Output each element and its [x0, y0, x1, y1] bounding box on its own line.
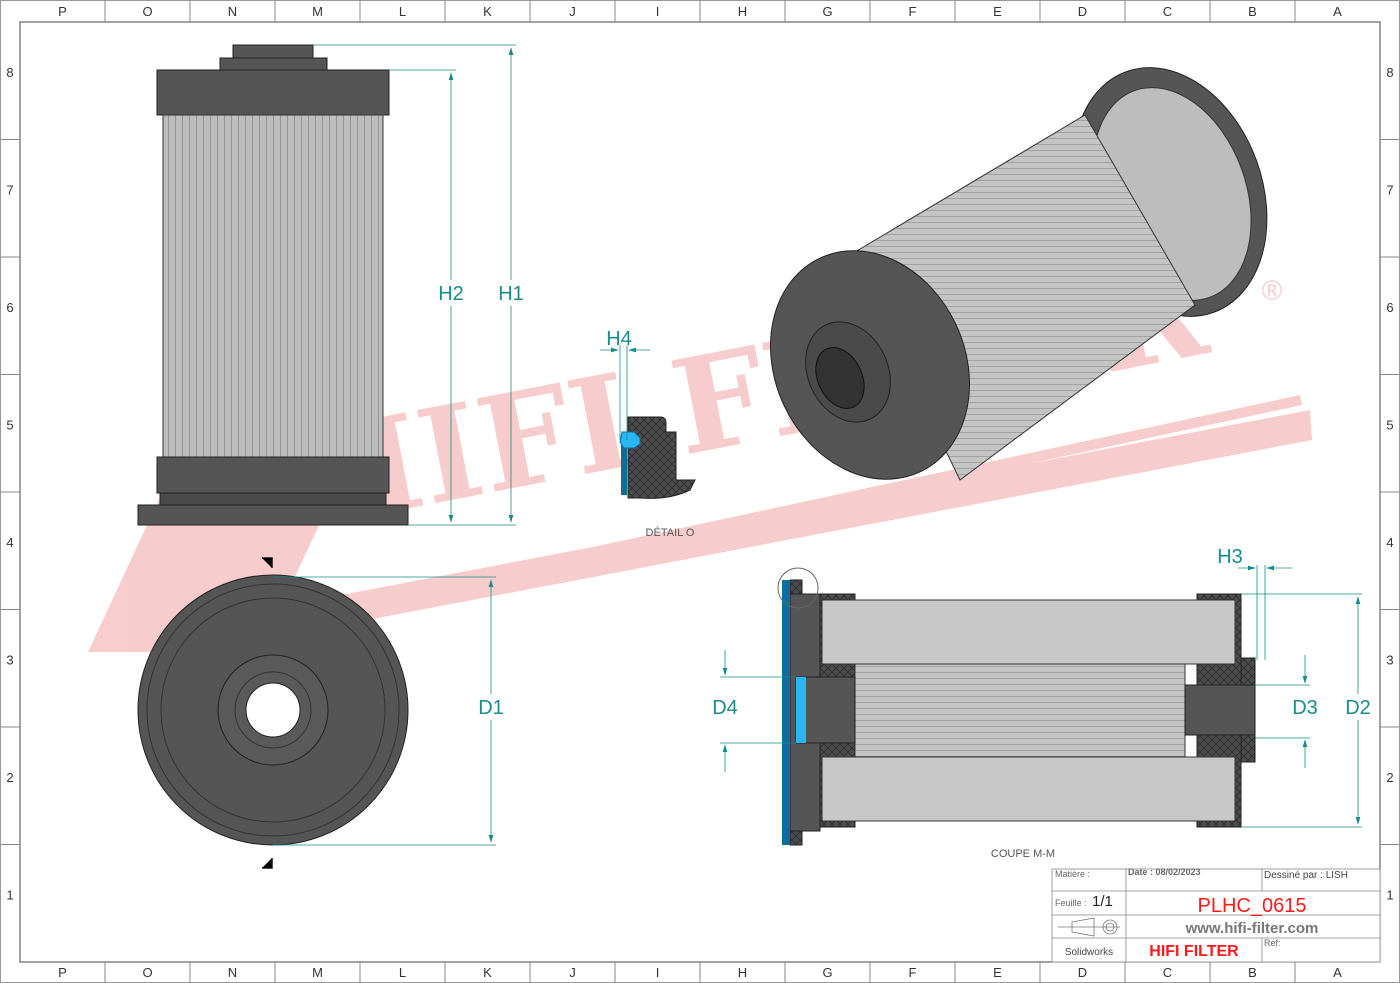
part-number: PLHC_0615	[1198, 895, 1307, 917]
grid-row-label: 5	[1386, 417, 1393, 432]
grid-column-label: E	[993, 965, 1002, 980]
date-label: Date : 08/02/2023	[1128, 867, 1201, 877]
grid-column-label: M	[312, 965, 323, 980]
isometric-view	[770, 67, 1268, 481]
grid-row-label: 5	[6, 417, 13, 432]
svg-text:®: ®	[1262, 275, 1283, 306]
grid-row-label: 2	[6, 770, 13, 785]
bottom-view: D1	[137, 557, 512, 869]
section-caption: COUPE M-M	[991, 848, 1055, 860]
grid-column-label: E	[993, 4, 1002, 19]
grid-column-label: B	[1248, 4, 1257, 19]
grid-column-label: F	[909, 4, 917, 19]
grid-column-label: J	[569, 965, 576, 980]
grid-column-label: M	[312, 4, 323, 19]
grid-column-label: N	[228, 965, 237, 980]
grid-column-label: D	[1078, 965, 1087, 980]
grid-row-label: 3	[6, 652, 13, 667]
grid-column-label: P	[58, 4, 67, 19]
detail-o-view: H4 DÉTAIL O	[600, 328, 696, 539]
software-label: Solidworks	[1065, 947, 1113, 958]
feuille-value: 1/1	[1092, 893, 1113, 910]
grid-row-label: 8	[1386, 65, 1393, 80]
ref-label: Ref:	[1264, 938, 1281, 948]
grid-row-label: 7	[6, 182, 13, 197]
grid-column-label: N	[228, 4, 237, 19]
brand-label: HIFI FILTER	[1149, 943, 1239, 960]
front-view: H2 H1	[137, 44, 532, 526]
grid-column-label: H	[738, 4, 747, 19]
dim-d2-label: D2	[1345, 697, 1371, 719]
website: www.hifi-filter.com	[1185, 920, 1319, 937]
grid-column-label: C	[1163, 4, 1172, 19]
grid-column-label: F	[909, 965, 917, 980]
dim-h4-label: H4	[606, 328, 632, 350]
detail-caption: DÉTAIL O	[646, 526, 695, 539]
dim-d3-label: D3	[1292, 697, 1318, 719]
grid-column-label: B	[1248, 965, 1257, 980]
section-view: D2 D3 D4 H3 COUPE M-M	[712, 546, 1376, 860]
projection-symbol-icon	[1058, 917, 1120, 937]
matiere-label: Matière :	[1055, 869, 1090, 879]
grid-row-label: 6	[6, 300, 13, 315]
grid-row-label: 2	[1386, 770, 1393, 785]
grid-column-label: H	[738, 965, 747, 980]
grid-column-label: P	[58, 965, 67, 980]
grid-column-label: L	[399, 965, 406, 980]
grid-row-label: 1	[6, 887, 13, 902]
grid-column-label: I	[656, 965, 660, 980]
grid-column-label: O	[142, 4, 152, 19]
dim-h1-label: H1	[498, 283, 524, 305]
grid-column-label: A	[1333, 965, 1342, 980]
grid-column-label: G	[822, 965, 832, 980]
grid-column-label: I	[656, 4, 660, 19]
grid-column-label: C	[1163, 965, 1172, 980]
grid-row-label: 4	[6, 535, 13, 550]
title-block: Matière : Date : 08/02/2023 Dessiné par …	[1051, 867, 1381, 963]
grid-row-label: 3	[1386, 652, 1393, 667]
dim-d1-label: D1	[478, 697, 504, 719]
grid-row-label: 1	[1386, 887, 1393, 902]
dim-h2-label: H2	[438, 283, 464, 305]
grid-column-label: K	[483, 965, 492, 980]
grid-column-label: K	[483, 4, 492, 19]
feuille-label: Feuille :	[1055, 898, 1087, 908]
dim-h3-label: H3	[1217, 546, 1243, 568]
drawn-by: Dessiné par : LISH	[1264, 870, 1348, 881]
grid-column-label: A	[1333, 4, 1342, 19]
grid-column-label: J	[569, 4, 576, 19]
grid-column-label: G	[822, 4, 832, 19]
grid-row-label: 7	[1386, 182, 1393, 197]
grid-row-label: 4	[1386, 535, 1393, 550]
dim-d4-label: D4	[712, 697, 738, 719]
grid-row-label: 8	[6, 65, 13, 80]
grid-column-label: O	[142, 965, 152, 980]
grid-column-label: D	[1078, 4, 1087, 19]
grid-row-label: 6	[1386, 300, 1393, 315]
grid-column-label: L	[399, 4, 406, 19]
